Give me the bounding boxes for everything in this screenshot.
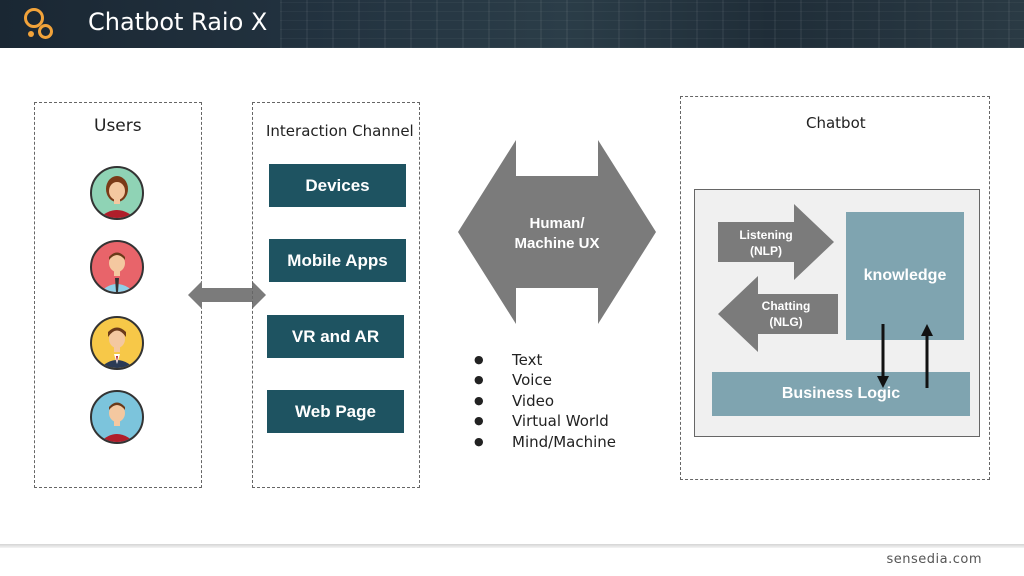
modality-item: Mind/Machine <box>474 432 616 453</box>
sensedia-logo-icon <box>22 6 56 42</box>
user-avatar-woman-icon <box>90 166 144 220</box>
user-avatar-man-tie-icon <box>90 240 144 294</box>
chatbot-label: Chatbot <box>806 114 866 132</box>
chatting-arrow: Chatting (NLG) <box>718 276 838 352</box>
knowledge-business-arrows <box>877 324 933 388</box>
header-background-texture <box>280 0 1024 48</box>
user-avatar-man-suit-icon <box>90 316 144 370</box>
modalities-list: Text Voice Video Virtual World Mind/Mach… <box>474 350 616 452</box>
chatting-line2: (NLG) <box>769 315 802 329</box>
interaction-channel-label: Interaction Channel <box>266 122 414 140</box>
channel-web-page-button[interactable]: Web Page <box>267 390 404 433</box>
footer-divider <box>0 544 1024 548</box>
listening-arrow: Listening (NLP) <box>718 204 834 280</box>
chatbot-box <box>680 96 990 480</box>
modality-item: Voice <box>474 370 616 391</box>
users-channel-double-arrow <box>188 281 266 309</box>
listening-line2: (NLP) <box>750 244 782 258</box>
human-machine-ux-arrow: Human/ Machine UX <box>458 140 656 324</box>
users-label: Users <box>94 116 142 136</box>
knowledge-block: knowledge <box>846 212 964 340</box>
slide-title: Chatbot Raio X <box>88 8 268 36</box>
header-bar: Chatbot Raio X <box>0 0 1024 48</box>
user-avatar-man-red-icon <box>90 390 144 444</box>
interaction-channel-box <box>252 102 420 488</box>
listening-line1: Listening <box>739 228 792 242</box>
chatting-line1: Chatting <box>762 299 811 313</box>
modality-item: Video <box>474 391 616 412</box>
modality-item: Virtual World <box>474 411 616 432</box>
hmux-label-line2: Machine UX <box>514 235 599 252</box>
modality-item: Text <box>474 350 616 371</box>
channel-mobile-apps-button[interactable]: Mobile Apps <box>269 239 406 282</box>
footer-brand: sensedia.com <box>886 552 982 567</box>
hmux-label-line1: Human/ <box>529 215 585 232</box>
channel-devices-button[interactable]: Devices <box>269 164 406 207</box>
channel-vr-ar-button[interactable]: VR and AR <box>267 315 404 358</box>
